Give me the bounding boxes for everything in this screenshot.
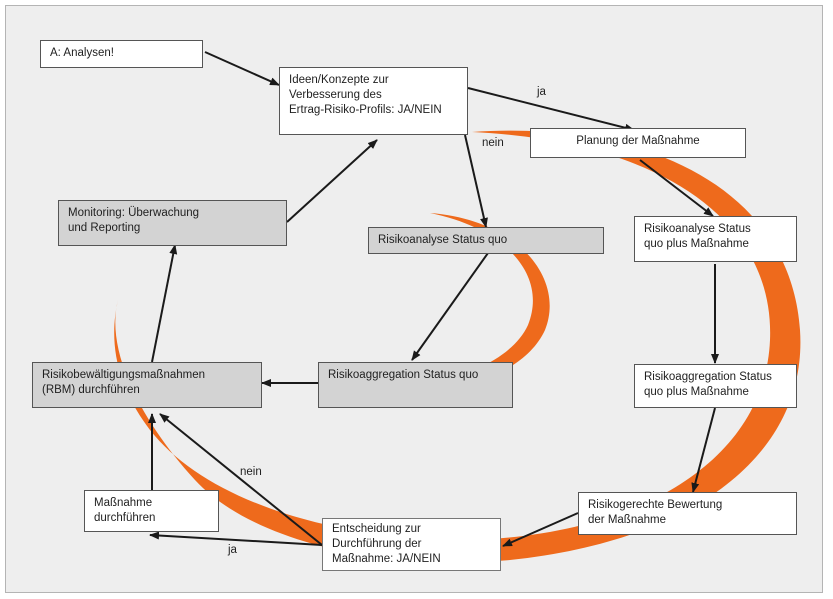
arrow-entscheidung-massnahme — [149, 531, 323, 546]
arrow-monitoring-ideen — [286, 139, 378, 223]
edge-label-nein-top: nein — [482, 137, 504, 149]
arrow-entscheidung-rbm — [159, 413, 323, 546]
edge-label-ja-top: ja — [537, 86, 546, 98]
node-planung-label: Planung der Maßnahme — [576, 135, 700, 147]
arrow-rbm-monitoring — [151, 244, 178, 363]
node-monitoring-label: Monitoring: Überwachung und Reporting — [68, 207, 200, 234]
node-analysen-label: A: Analysen! — [50, 47, 114, 59]
node-risikoaggregation-sq-label: Risikoaggregation Status quo — [328, 369, 479, 381]
arrow-aggregation-plus-bewertung — [691, 407, 716, 493]
node-risikoaggregation-sq: Risikoaggregation Status quo — [318, 362, 513, 408]
node-monitoring: Monitoring: Überwachung und Reporting — [58, 200, 287, 246]
node-risikoanalyse-sq-label: Risikoanalyse Status quo — [378, 234, 508, 246]
node-bewertung: Risikogerechte Bewertung der Maßnahme — [578, 492, 797, 535]
arrow-risikoanalyse-aggregation — [411, 252, 489, 361]
node-risikoaggregation-plus: Risikoaggregation Status quo plus Maßnah… — [634, 364, 797, 408]
node-massnahme: Maßnahme durchführen — [84, 490, 219, 532]
node-bewertung-label: Risikogerechte Bewertung der Maßnahme — [588, 499, 723, 526]
arrow-ideen-planung — [467, 87, 635, 132]
edge-label-ja-bottom: ja — [228, 544, 237, 556]
arrow-bewertung-entscheidung — [502, 512, 579, 547]
node-ideen: Ideen/Konzepte zur Verbesserung des Ertr… — [279, 67, 468, 135]
arrow-ideen-risikoanalyse — [464, 134, 488, 228]
node-rbm: Risikobewältigungsmaßnahmen (RBM) durchf… — [32, 362, 262, 408]
node-planung: Planung der Maßnahme — [530, 128, 746, 158]
arrow-planung-risikoanalyse-plus — [639, 159, 714, 217]
node-risikoanalyse-sq: Risikoanalyse Status quo — [368, 227, 604, 254]
arrow-analysen-ideen — [204, 51, 280, 86]
node-massnahme-label: Maßnahme durchführen — [94, 497, 156, 524]
node-entscheidung-label: Entscheidung zur Durchführung der Maßnah… — [332, 523, 441, 565]
node-risikoanalyse-plus-label: Risikoanalyse Status quo plus Maßnahme — [644, 223, 751, 250]
node-entscheidung: Entscheidung zur Durchführung der Maßnah… — [322, 518, 501, 571]
edge-label-nein-bottom: nein — [240, 466, 262, 478]
node-ideen-label: Ideen/Konzepte zur Verbesserung des Ertr… — [289, 74, 442, 116]
node-rbm-label: Risikobewältigungsmaßnahmen (RBM) durchf… — [42, 369, 205, 396]
node-analysen: A: Analysen! — [40, 40, 203, 68]
node-risikoaggregation-plus-label: Risikoaggregation Status quo plus Maßnah… — [644, 371, 772, 398]
node-risikoanalyse-plus: Risikoanalyse Status quo plus Maßnahme — [634, 216, 797, 262]
